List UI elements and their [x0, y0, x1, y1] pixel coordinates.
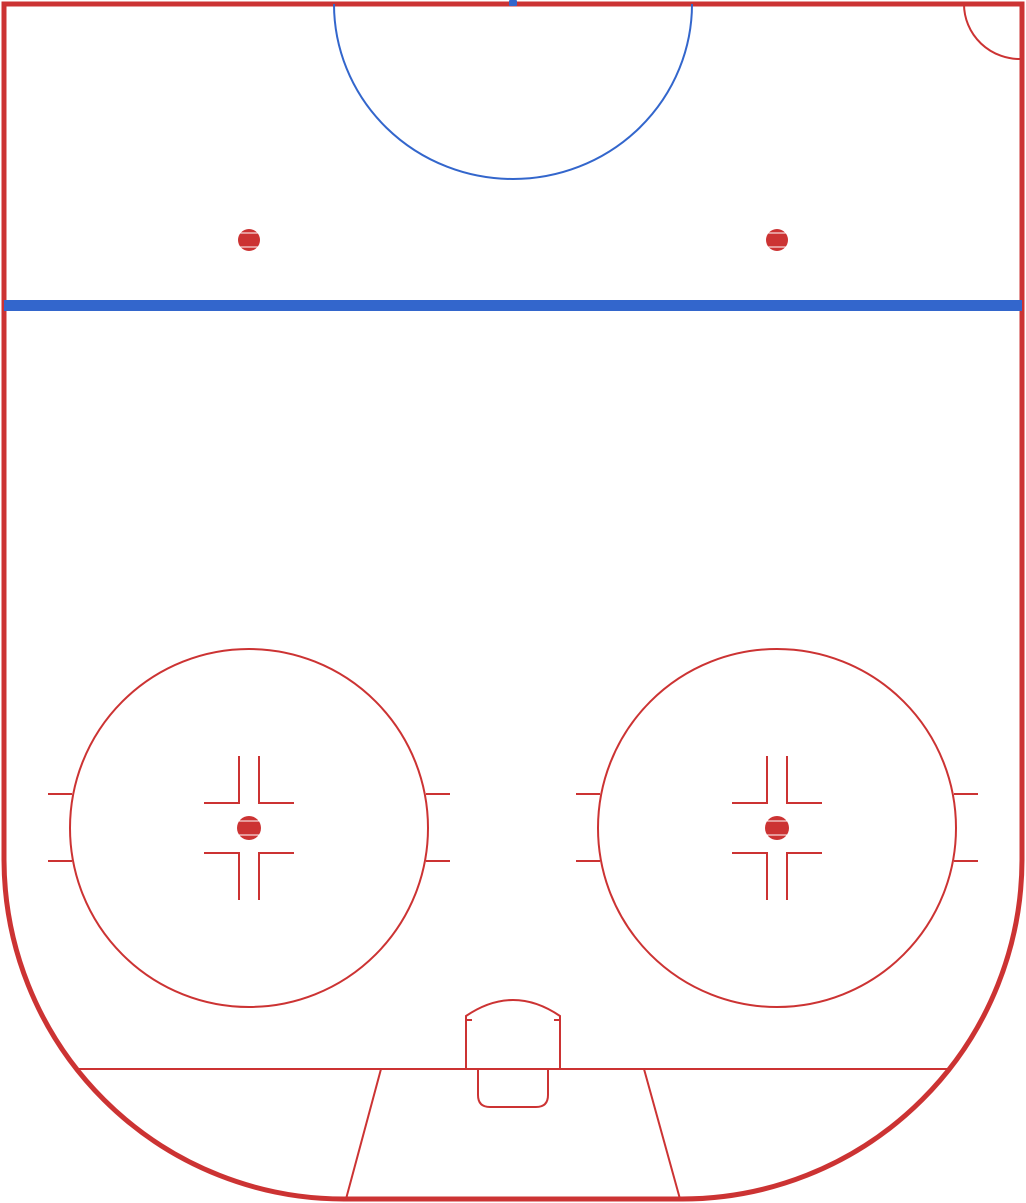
referee-crease [963, 3, 1023, 61]
neutral-zone-faceoff-dot-left [238, 229, 260, 251]
center-ice-circle [333, 3, 693, 180]
faceoff-circle-right [576, 648, 978, 1008]
goal-net [477, 1069, 549, 1108]
faceoff-circle-left [48, 648, 450, 1008]
blue-line [4, 300, 1022, 311]
goal-crease [465, 999, 561, 1069]
center-ice-spot [509, 0, 517, 6]
neutral-zone-faceoff-dot-right [766, 229, 788, 251]
trapezoid [345, 1068, 681, 1200]
